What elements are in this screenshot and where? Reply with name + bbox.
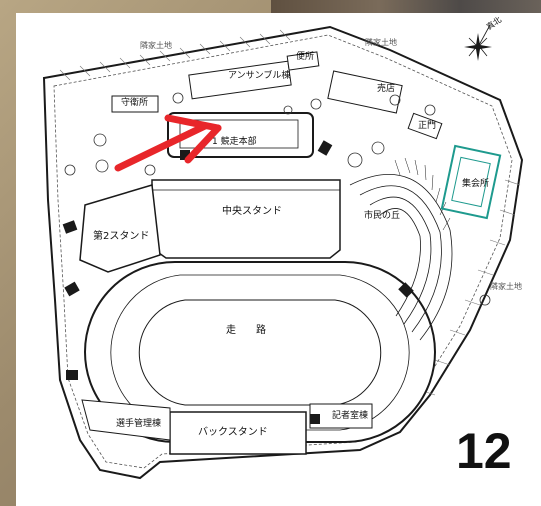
ensemble-building-label: アンサンブル棟 — [228, 71, 291, 81]
main-stand-building — [151, 179, 341, 259]
back-stand-label: バックスタンド — [198, 427, 268, 438]
citizen-hill-terraces — [349, 173, 453, 341]
racer-building — [81, 399, 171, 441]
second-stand-building — [79, 184, 161, 273]
track-mid — [110, 274, 410, 431]
neighbor-land-label-3: 隣家土地 — [490, 282, 522, 291]
racer-building-label: 選手管理棟 — [116, 419, 162, 429]
page-number: 12 — [456, 423, 512, 479]
citizen-hill-label: 市民の丘 — [364, 211, 401, 221]
toilet-building — [286, 51, 320, 71]
neighbor-land-label-1: 隣家土地 — [140, 41, 172, 50]
second-stand-label: 第2スタンド — [93, 231, 150, 242]
shop-label: 売店 — [377, 84, 396, 94]
back-stand-building — [169, 411, 307, 455]
guardhouse-building — [111, 95, 159, 113]
race-hq-inner — [179, 119, 299, 149]
toilet-label: 便所 — [296, 52, 315, 62]
site-boundary — [42, 25, 524, 480]
press-building-label: 記者室棟 — [332, 411, 369, 421]
assembly-hall-building — [440, 144, 502, 220]
neighbor-land-label-2: 隣家土地 — [365, 38, 397, 47]
race-hq-label: 1 競走本部 — [212, 137, 257, 147]
front-gate-label: 正門 — [418, 121, 437, 131]
main-stand-label: 中央スタンド — [222, 206, 282, 217]
front-gate-building — [407, 112, 443, 140]
road-hatching — [59, 29, 521, 396]
guardhouse-label: 守衛所 — [121, 98, 149, 108]
terrace-hatch — [394, 157, 451, 231]
red-arrow-icon — [114, 114, 222, 172]
ensemble-building — [188, 60, 292, 100]
stair-marks — [62, 140, 414, 424]
shop-building — [327, 70, 403, 114]
press-building — [309, 403, 373, 429]
compass-star-icon — [464, 24, 492, 61]
tree-markers — [64, 92, 491, 306]
assembly-hall-label: 集会所 — [462, 179, 490, 189]
track-label: 走 路 — [226, 325, 266, 336]
